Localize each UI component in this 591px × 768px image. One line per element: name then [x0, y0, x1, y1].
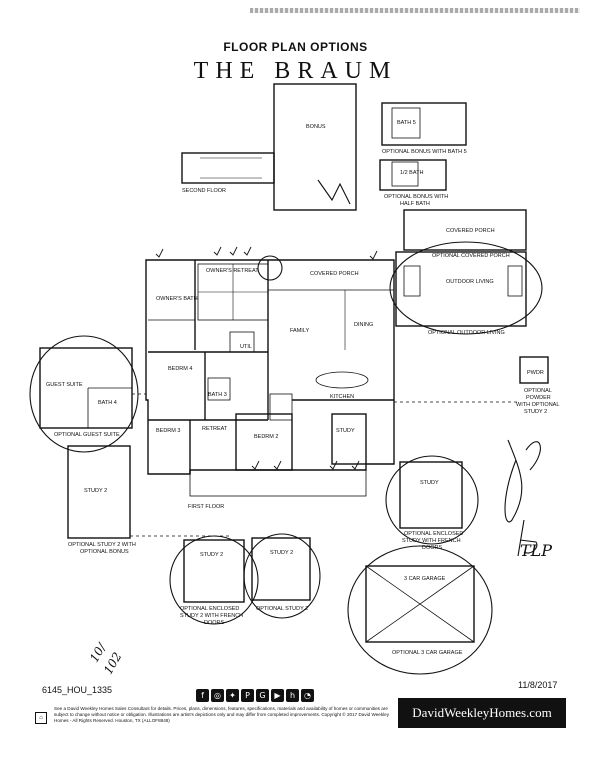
- handwritten-initials: TLP: [520, 541, 552, 560]
- disclaimer-text: See a David Weekley Homes Sales Consulta…: [54, 706, 390, 723]
- youtube-icon[interactable]: ▶: [271, 689, 284, 702]
- label-study2: STUDY 2: [84, 488, 107, 494]
- hand-circle-outdoor: [389, 241, 543, 335]
- hand-circle-study2b: [243, 533, 321, 619]
- google-plus-icon[interactable]: G: [256, 689, 269, 702]
- label-first-floor: FIRST FLOOR: [188, 504, 224, 510]
- brand-link[interactable]: DavidWeekleyHomes.com: [398, 698, 566, 728]
- option-study2-box: [251, 537, 311, 601]
- label-opt-powder-2: POWDER: [526, 395, 551, 401]
- houzz-icon[interactable]: h: [286, 689, 299, 702]
- label-outdoor-living: OUTDOOR LIVING: [446, 279, 494, 285]
- label-opt-bonus-bath5: OPTIONAL BONUS WITH BATH 5: [382, 149, 467, 155]
- option-powder-box: [519, 356, 549, 384]
- pinterest-icon[interactable]: P: [241, 689, 254, 702]
- plan-code: 6145_HOU_1335: [42, 685, 113, 695]
- label-opt-enclosed2-1: OPTIONAL ENCLOSED: [180, 606, 239, 612]
- label-bath5: BATH 5: [397, 120, 416, 126]
- hand-circle-guest: [29, 335, 139, 453]
- scan-artifact: [250, 8, 580, 13]
- equal-housing-icon: ⌂: [35, 712, 47, 724]
- option-half-bath-box: [379, 159, 447, 191]
- label-opt-powder-3: WITH OPTIONAL: [516, 402, 559, 408]
- hand-circle-pwdr: [257, 255, 283, 281]
- label-opt-study2-bonus-1: OPTIONAL STUDY 2 WITH: [68, 542, 136, 548]
- label-half-bath: 1/2 BATH: [400, 170, 423, 176]
- label-opt-half-1: OPTIONAL BONUS WITH: [384, 194, 448, 200]
- label-opt-outdoor-living: OPTIONAL OUTDOOR LIVING: [428, 330, 505, 336]
- label-study2-a: STUDY 2: [200, 552, 223, 558]
- second-floor-stair: [181, 152, 275, 184]
- option-enclosed-study-box: [399, 461, 463, 529]
- label-study-opt: STUDY: [420, 480, 439, 486]
- label-opt-covered-porch: OPTIONAL COVERED PORCH: [432, 253, 510, 259]
- label-owners-retreat: OWNER'S RETREAT: [206, 268, 259, 274]
- label-family: FAMILY: [290, 328, 309, 334]
- label-opt-powder-1: OPTIONAL: [524, 388, 552, 394]
- label-bath3: BATH 3: [208, 392, 227, 398]
- option-bath5-box: [381, 102, 467, 146]
- social-icons: f ◎ ✦ P G ▶ h ◔: [196, 689, 314, 702]
- label-bedrm2: BEDRM 2: [254, 434, 278, 440]
- label-opt-enclosed2-2: STUDY 2 WITH FRENCH: [180, 613, 243, 619]
- label-opt-guest-suite: OPTIONAL GUEST SUITE: [54, 432, 120, 438]
- label-bedrm4: BEDRM 4: [168, 366, 192, 372]
- label-second-floor: SECOND FLOOR: [182, 188, 226, 194]
- label-garage: 3 CAR GARAGE: [404, 576, 446, 582]
- hand-circle-study: [385, 455, 479, 545]
- option-covered-porch-box: [403, 209, 527, 251]
- label-retreat: RETREAT: [202, 426, 228, 432]
- label-bath4: BATH 4: [98, 400, 117, 406]
- label-opt-enclosed-1: OPTIONAL ENCLOSED: [404, 531, 463, 537]
- rss-icon[interactable]: ◔: [301, 689, 314, 702]
- label-study: STUDY: [336, 428, 355, 434]
- option-enclosed-study2-box: [183, 539, 245, 603]
- label-util: UTIL: [240, 344, 252, 350]
- bonus-room: [273, 83, 357, 211]
- facebook-icon[interactable]: f: [196, 689, 209, 702]
- label-opt-enclosed2-3: DOORS: [204, 620, 225, 626]
- label-kitchen: KITCHEN: [330, 394, 354, 400]
- label-opt-half-2: HALF BATH: [400, 201, 430, 207]
- option-study2-bonus-box: [67, 445, 131, 539]
- instagram-icon[interactable]: ◎: [211, 689, 224, 702]
- label-pwdr: PWDR: [527, 370, 544, 376]
- option-garage-box: [365, 565, 475, 643]
- hand-circle-study2a: [169, 535, 259, 625]
- label-guest-suite: GUEST SUITE: [46, 382, 83, 388]
- label-opt-study2-bonus-2: OPTIONAL BONUS: [80, 549, 129, 555]
- hand-circle-garage: [347, 545, 493, 675]
- label-dining: DINING: [354, 322, 373, 328]
- twitter-icon[interactable]: ✦: [226, 689, 239, 702]
- label-bonus: BONUS: [306, 124, 326, 130]
- plan-date: 11/8/2017: [518, 680, 558, 690]
- label-opt-enclosed-3: DOORS: [422, 545, 443, 551]
- label-opt-study2: OPTIONAL STUDY 2: [256, 606, 308, 612]
- header-title: FLOOR PLAN OPTIONS: [223, 40, 368, 54]
- plan-name: THE BRAUM: [193, 58, 398, 84]
- label-opt-enclosed-2: STUDY WITH FRENCH: [402, 538, 461, 544]
- label-covered-porch: COVERED PORCH: [310, 271, 359, 277]
- label-owners-bath: OWNER'S BATH: [156, 296, 198, 302]
- label-opt-powder-4: STUDY 2: [524, 409, 547, 415]
- label-covered-porch-top: COVERED PORCH: [446, 228, 495, 234]
- label-study2-b: STUDY 2: [270, 550, 293, 556]
- label-bedrm3: BEDRM 3: [156, 428, 180, 434]
- label-opt-garage: OPTIONAL 3 CAR GARAGE: [392, 650, 463, 656]
